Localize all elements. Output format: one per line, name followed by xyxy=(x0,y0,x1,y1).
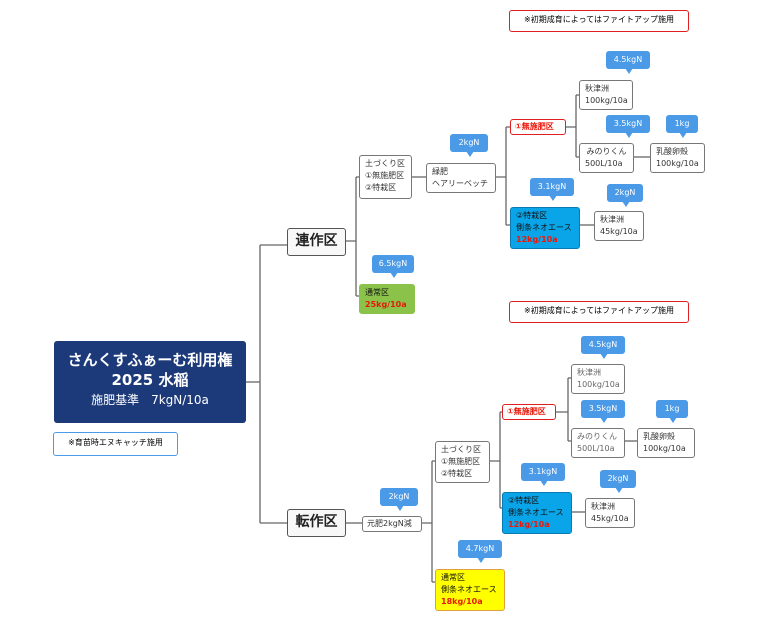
node-line: 側条ネオエース xyxy=(441,585,497,594)
connector xyxy=(566,94,579,158)
nyusan-bubble: 1kg xyxy=(666,115,698,138)
root-standard: 施肥基準 7kgN/10a xyxy=(91,393,209,407)
node-line: 100kg/10a xyxy=(585,96,628,105)
tensaku-node[interactable]: 転作区 xyxy=(287,509,346,537)
upper-minori-node[interactable]: みのりくん 500L/10a xyxy=(579,143,634,173)
node-line: 側条ネオエース xyxy=(516,223,572,232)
node-line: 乳酸卵殻 xyxy=(643,432,675,441)
node-line: 100kg/10a xyxy=(656,159,699,168)
green-manure-node[interactable]: 緑肥 ヘアリーベッチ xyxy=(426,163,496,193)
upper-normal-node[interactable]: 通常区 25kg/10a xyxy=(359,284,415,314)
node-line: ②特栽区 xyxy=(516,211,548,220)
node-line: 45kg/10a xyxy=(600,227,638,236)
soil-line: 土づくり区 xyxy=(441,445,481,454)
connector xyxy=(422,460,435,583)
node-line: 秋津洲 xyxy=(600,215,624,224)
root-node[interactable]: さんくすふぁーむ利用権 2025 水稲 施肥基準 7kgN/10a xyxy=(54,341,246,423)
upper-note[interactable]: ※初期成育によってはファイトアップ施用 xyxy=(509,10,689,32)
lower-mushihi-node[interactable]: ①無施肥区 xyxy=(502,404,556,420)
soil-line: ②特栽区 xyxy=(441,469,473,478)
lower-tokusai-bubble: 3.1kgN xyxy=(521,463,565,486)
node-label: ①無施肥区 xyxy=(515,122,554,131)
minori-bubble: 3.5kgN xyxy=(606,115,650,138)
node-line: 秋津洲 xyxy=(591,502,615,511)
upper-akitsu45-node[interactable]: 秋津洲 45kg/10a xyxy=(594,211,644,241)
node-line: ②特栽区 xyxy=(508,496,540,505)
akitsu45-bubble: 2kgN xyxy=(607,184,643,207)
base-bubble: 2kgN xyxy=(380,488,418,511)
upper-nyusan-node[interactable]: 乳酸卵殻 100kg/10a xyxy=(650,143,705,173)
lower-normal-bubble: 4.7kgN xyxy=(458,540,502,563)
connector xyxy=(556,377,571,442)
root-note[interactable]: ※育苗時エヌキャッチ施用 xyxy=(53,432,178,456)
green-manure-bubble: 2kgN xyxy=(450,134,488,157)
lower-tokusai-node[interactable]: ②特栽区 側条ネオエース 12kg/10a xyxy=(502,492,572,534)
node-label: ①無施肥区 xyxy=(507,407,546,416)
upper-tokusai-node[interactable]: ②特栽区 側条ネオエース 12kg/10a xyxy=(510,207,580,249)
node-line: 側条ネオエース xyxy=(508,508,564,517)
node-line: 100kg/10a xyxy=(577,380,620,389)
akitsu100-bubble: 4.5kgN xyxy=(606,51,650,74)
node-line: 乳酸卵殻 xyxy=(656,147,688,156)
base-node[interactable]: 元肥2kgN減 xyxy=(362,516,422,532)
connector xyxy=(496,126,510,226)
node-line: 秋津洲 xyxy=(585,84,609,93)
node-amount: 12kg/10a xyxy=(516,235,558,244)
upper-soil-node[interactable]: 土づくり区 ①無施肥区 ②特栽区 xyxy=(359,155,412,199)
node-line: ヘアリーベッチ xyxy=(432,179,488,188)
renzaku-node[interactable]: 連作区 xyxy=(287,228,346,256)
lower-soil-node[interactable]: 土づくり区 ①無施肥区 ②特栽区 xyxy=(435,441,490,483)
lower-nyusan-node[interactable]: 乳酸卵殻 100kg/10a xyxy=(637,428,695,458)
lower-nyusan-bubble: 1kg xyxy=(656,400,688,423)
connector xyxy=(490,411,502,509)
node-line: みのりくん xyxy=(577,432,617,441)
node-line: 秋津洲 xyxy=(577,368,601,377)
tokusai-bubble: 3.1kgN xyxy=(530,178,574,201)
node-line: 緑肥 xyxy=(432,167,448,176)
node-line: 通常区 xyxy=(365,288,389,297)
soil-line: ②特栽区 xyxy=(365,183,397,192)
node-line: 100kg/10a xyxy=(643,444,686,453)
lower-note[interactable]: ※初期成育によってはファイトアップ施用 xyxy=(509,301,689,323)
root-title: さんくすふぁーむ利用権 xyxy=(67,351,233,369)
lower-akitsu45-node[interactable]: 秋津洲 45kg/10a xyxy=(585,498,635,528)
node-amount: 12kg/10a xyxy=(508,520,550,529)
upper-mushihi-node[interactable]: ①無施肥区 xyxy=(510,119,566,135)
node-line: みのりくん xyxy=(586,147,627,156)
node-amount: 25kg/10a xyxy=(365,300,407,309)
node-line: 500L/10a xyxy=(585,159,623,168)
lower-akitsu100-node[interactable]: 秋津洲 100kg/10a xyxy=(571,364,625,394)
normal-bubble: 6.5kgN xyxy=(372,255,414,278)
lower-akitsu45-bubble: 2kgN xyxy=(600,470,636,493)
node-line: 45kg/10a xyxy=(591,514,629,523)
lower-normal-node[interactable]: 通常区 側条ネオエース 18kg/10a xyxy=(435,569,505,611)
lower-minori-bubble: 3.5kgN xyxy=(581,400,625,423)
node-amount: 18kg/10a xyxy=(441,597,483,606)
soil-line: ①無施肥区 xyxy=(441,457,481,466)
node-line: 通常区 xyxy=(441,573,465,582)
lower-minori-node[interactable]: みのりくん 500L/10a xyxy=(571,428,625,458)
lower-akitsu100-bubble: 4.5kgN xyxy=(581,336,625,359)
root-year: 2025 水稲 xyxy=(111,371,189,389)
connector xyxy=(346,176,359,297)
node-line: 500L/10a xyxy=(577,444,615,453)
soil-line: 土づくり区 xyxy=(365,159,405,168)
upper-akitsu100-node[interactable]: 秋津洲 100kg/10a xyxy=(579,80,633,110)
soil-line: ①無施肥区 xyxy=(365,171,405,180)
